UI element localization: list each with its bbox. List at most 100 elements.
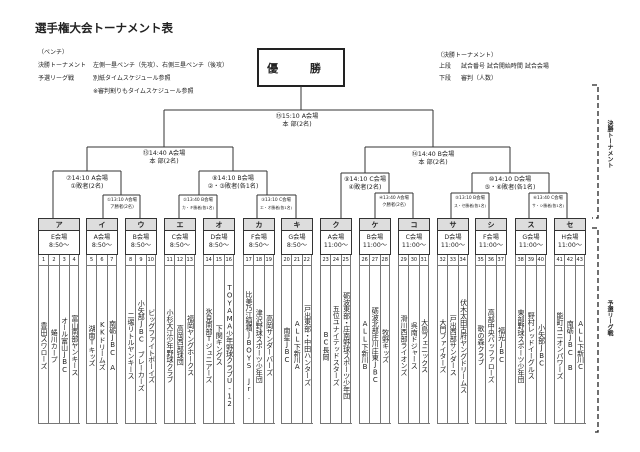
- team-number: 34: [458, 255, 467, 266]
- block-venue: D会場: [210, 234, 228, 241]
- team-name: 小矢部JBC ブレーカーズ: [136, 266, 147, 424]
- match-5: ⑤13:10 B会場ス・セ勝者(各1名): [454, 195, 486, 209]
- match-5-referee: ス・セ勝者(各1名): [454, 203, 486, 208]
- match-1: ①13:10 A会場ア勝者(2名): [107, 197, 137, 211]
- team-number: 24: [331, 255, 341, 266]
- match-13: ⑬14:40 A会場本 部(2名): [143, 150, 186, 166]
- team-name: 伏木太田古府ヤングドリームス: [458, 266, 469, 424]
- block-venue: B会場: [132, 234, 150, 241]
- team-name: オール富山JBC: [59, 266, 70, 424]
- block-start-time: 11:00～: [557, 242, 582, 249]
- block-letter: セ: [554, 218, 586, 231]
- block-start-time: 11:00～: [401, 242, 426, 249]
- team-number: 27: [370, 255, 380, 266]
- team-number: 30: [409, 255, 419, 266]
- match-13-time: ⑬14:40 A会場: [142, 150, 186, 157]
- team-number: 31: [419, 255, 428, 266]
- team-name: BC長岡: [321, 266, 331, 424]
- team-name: 氷見南部Tジュニアーズ: [204, 266, 214, 424]
- match-7-time: ⑦14:10 A会場: [66, 175, 108, 182]
- team-name: 大島フェニックス: [419, 266, 430, 424]
- match-3-time: ③13:10 C会場: [261, 198, 291, 203]
- team-number: 19: [264, 255, 273, 266]
- block-venue: D会場: [444, 234, 462, 241]
- block-start-time: 8:50～: [169, 242, 190, 249]
- match-4-time: ④13:40 A会場: [379, 196, 409, 201]
- match-1-referee: ア勝者(2名): [110, 205, 134, 210]
- team-name: 高部中央バッファローズ: [486, 266, 497, 424]
- page-title: 選手権大会トーナメント表: [35, 21, 173, 35]
- block-start-time: 11:00～: [323, 242, 348, 249]
- team-number: 23: [321, 255, 331, 266]
- match-4-referee: ク勝者(2名): [382, 203, 406, 208]
- team-name: 高岡サンダーバーズ: [264, 266, 275, 424]
- team-name: 戸出東部・中田ハンターズ: [302, 266, 313, 424]
- match-10-time: ⑩14:10 D会場: [488, 176, 532, 183]
- team-number: 12: [175, 255, 185, 266]
- team-name: ビッグファイトボーイズ: [146, 266, 157, 424]
- block-start-time: 8:50～: [286, 242, 307, 249]
- block-start-time: 11:00～: [362, 242, 387, 249]
- team-name: 戸出西部サンダース: [448, 266, 459, 424]
- team-number: 1: [39, 255, 49, 266]
- team-number: 26: [360, 255, 370, 266]
- block-letter: コ: [398, 218, 430, 231]
- block-letter: ス: [515, 218, 547, 231]
- match-8-time: ⑧14:10 B会場: [212, 175, 254, 182]
- format-upper-text: 試合番号 試合開始時間 試合会場: [461, 63, 549, 70]
- match-14-time: ⑭14:40 B会場: [411, 151, 455, 158]
- block-venue: F会場: [250, 234, 267, 241]
- match-7-referee: ①敗者(2名): [70, 183, 104, 190]
- final-bracket-marker: [592, 84, 599, 219]
- team-name: 五位ユナイテッドスターズ: [331, 266, 342, 424]
- team-name: KKドリームズ: [97, 266, 108, 424]
- team-number: 3: [59, 255, 69, 266]
- bench-final-label: 決勝トーナメント: [38, 62, 87, 69]
- match-3-referee: エ・オ勝者(各1名): [260, 205, 292, 210]
- team-number: 28: [380, 255, 389, 266]
- match-6-time: ⑥13:40 C会場: [533, 196, 563, 201]
- bench-final-text: 左側一塁ベンチ（先攻）、右側三塁ベンチ（後攻）: [93, 62, 229, 69]
- block-start-time: 8:50～: [49, 242, 70, 249]
- block-letter: ク: [320, 218, 352, 231]
- block-venue: H会場: [561, 234, 579, 241]
- block-venue: B会場: [366, 234, 384, 241]
- bench-league-text: 別紙タイムスケジュール参照: [93, 75, 171, 82]
- team-name: 能町ユニオンパワーズ: [555, 266, 565, 424]
- team-name: ALL下新川B: [360, 266, 370, 424]
- match-14-referee: 本 部(2名): [418, 159, 448, 166]
- bench-heading: （ベンチ）: [38, 49, 69, 56]
- block-venue: G会場: [288, 234, 306, 241]
- team-number: 20: [282, 255, 292, 266]
- team-name: 歌の森クラブ: [476, 266, 486, 424]
- league-label: 予選リーグ戦: [606, 300, 613, 336]
